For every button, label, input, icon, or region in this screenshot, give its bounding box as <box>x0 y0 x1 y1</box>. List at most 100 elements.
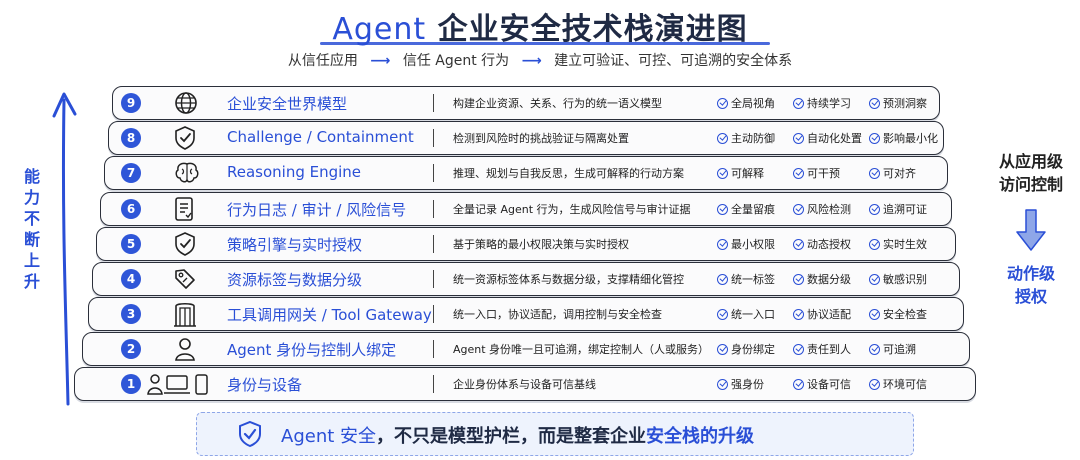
tier-tag: 可解释 <box>717 165 793 181</box>
tier-divider <box>433 200 434 218</box>
title-agent: Agent <box>332 12 427 47</box>
tier-tag-label: 持续学习 <box>807 97 851 110</box>
shield-check-icon <box>173 231 197 257</box>
tier-tags: 全量留痕风险检测追溯可证 <box>717 201 945 217</box>
check-circle-icon <box>869 203 880 215</box>
tier-tag: 敏感识别 <box>869 271 945 287</box>
tier-name: 企业安全世界模型 <box>227 95 348 113</box>
globe-icon <box>173 90 199 116</box>
right-top-line: 从应用级 <box>998 152 1063 171</box>
check-circle-icon <box>793 203 804 215</box>
tier-divider <box>433 375 434 393</box>
check-circle-icon <box>717 343 728 355</box>
vlabel-char: 升 <box>23 272 40 291</box>
tier-number-badge: 9 <box>121 93 141 113</box>
vlabel-char: 断 <box>23 230 40 249</box>
tier-tags: 主动防御自动化处置影响最小化 <box>717 130 945 146</box>
tier-description: 检测到风险时的挑战验证与隔离处置 <box>453 132 629 145</box>
check-circle-icon <box>717 273 728 285</box>
title-underline <box>320 42 770 45</box>
tier-tag: 持续学习 <box>793 95 869 111</box>
check-circle-icon <box>717 167 728 179</box>
user-icon <box>173 336 197 362</box>
tier-description: 基于策略的最小权限决策与实时授权 <box>453 238 629 251</box>
tier-tag: 协议适配 <box>793 306 869 322</box>
tier-tag: 全量留痕 <box>717 201 793 217</box>
tier-tag: 可干预 <box>793 165 869 181</box>
upward-arrow-icon <box>52 92 77 406</box>
tier-description: 统一入口，协议适配，调用控制与安全检查 <box>453 308 662 321</box>
subtitle-part2: 信任 Agent 行为 <box>402 53 510 69</box>
tier-name: 工具调用网关 / Tool Gateway <box>227 306 432 324</box>
tier-tag: 风险检测 <box>793 201 869 217</box>
subtitle-arrow-2: ⟶ <box>521 53 542 69</box>
from-app-level-label: 从应用级 访问控制 <box>986 150 1076 196</box>
tier-description: 构建企业资源、关系、行为的统一语义模型 <box>453 97 662 110</box>
tier-tag-label: 全量留痕 <box>731 203 775 216</box>
check-circle-icon <box>869 378 880 390</box>
check-circle-icon <box>793 132 804 144</box>
check-circle-icon <box>717 97 728 109</box>
tier-name: 行为日志 / 审计 / 风险信号 <box>227 201 407 219</box>
action-level-label: 动作级 授权 <box>986 262 1076 308</box>
tier-tag-label: 敏感识别 <box>883 273 927 286</box>
tier-name: 策略引擎与实时授权 <box>227 236 363 254</box>
right-bottom-line: 动作级 <box>1006 264 1055 283</box>
tier-tag-label: 设备可信 <box>807 378 851 391</box>
tier-name: Agent 身份与控制人绑定 <box>227 341 397 359</box>
check-circle-icon <box>869 308 880 320</box>
tier-tag: 最小权限 <box>717 236 793 252</box>
vlabel-char: 能 <box>23 167 40 186</box>
check-circle-icon <box>869 97 880 109</box>
check-circle-icon <box>869 167 880 179</box>
check-circle-icon <box>793 238 804 250</box>
tier-tag-label: 数据分级 <box>807 273 851 286</box>
footer-banner: Agent 安全，不只是模型护栏，而是整套企业安全栈的升级 <box>196 412 914 456</box>
capability-rising-label: 能 力 不 断 上 升 <box>22 166 42 292</box>
check-circle-icon <box>717 203 728 215</box>
tier-tag-label: 预测洞察 <box>883 97 927 110</box>
tier-tag: 可追溯 <box>869 341 945 357</box>
tier-tags: 全局视角持续学习预测洞察 <box>717 95 945 111</box>
tier-tag-label: 可对齐 <box>883 167 916 180</box>
tier-description: 统一资源标签体系与数据分级，支撑精细化管控 <box>453 273 684 286</box>
tier-name: 资源标签与数据分级 <box>227 271 363 289</box>
tier-description: 企业身份体系与设备可信基线 <box>453 378 596 391</box>
brain-icon <box>173 160 201 186</box>
tier-tag-label: 动态授权 <box>807 238 851 251</box>
tier-name: Challenge / Containment <box>227 128 414 146</box>
tier-tag: 安全检查 <box>869 306 945 322</box>
tier-tag-label: 身份绑定 <box>731 343 775 356</box>
tier-number-badge: 6 <box>121 199 141 219</box>
tier-divider <box>433 235 434 253</box>
tier-tag-label: 统一入口 <box>731 308 775 321</box>
tier-number-badge: 1 <box>121 374 141 394</box>
tier-name: Reasoning Engine <box>227 163 362 181</box>
check-circle-icon <box>717 132 728 144</box>
tier-tags: 统一入口 协议适配 安全检查 <box>717 306 945 322</box>
tier-divider <box>433 270 434 288</box>
page-title: Agent 企业安全技术栈演进图 <box>0 4 1080 48</box>
shield-check-icon <box>173 125 197 151</box>
tier-tag: 责任到人 <box>793 341 869 357</box>
right-bottom-line: 授权 <box>1014 287 1047 306</box>
check-circle-icon <box>717 308 728 320</box>
tier-name: 身份与设备 <box>227 376 303 394</box>
check-circle-icon <box>793 343 804 355</box>
tier-tag-label: 最小权限 <box>731 238 775 251</box>
tier-tag-label: 环境可信 <box>883 378 927 391</box>
tier-divider <box>433 129 434 147</box>
tier-description: 全量记录 Agent 行为，生成风险信号与审计证据 <box>453 203 691 216</box>
check-circle-icon <box>793 308 804 320</box>
right-top-line: 访问控制 <box>998 175 1063 194</box>
tag-icon <box>173 266 197 292</box>
check-circle-icon <box>869 132 880 144</box>
tier-tag: 设备可信 <box>793 376 869 392</box>
tier-tag-label: 协议适配 <box>807 308 851 321</box>
tier-divider <box>433 305 434 323</box>
check-circle-icon <box>793 167 804 179</box>
